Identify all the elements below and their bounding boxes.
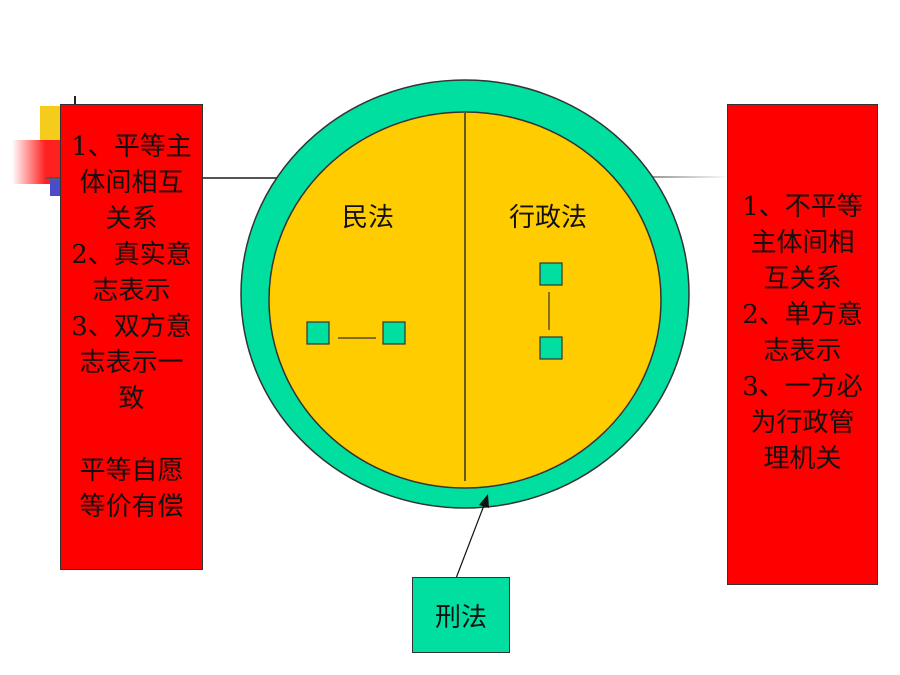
right-line: 3、一方必 xyxy=(742,372,863,402)
right-line: 志表示 xyxy=(763,336,842,366)
left-line: 3、双方意 xyxy=(71,312,192,342)
left-summary-line: 等价有偿 xyxy=(79,492,184,522)
left-line: 志表示一 xyxy=(79,348,184,378)
civil-party-a-square xyxy=(306,321,330,345)
civil-law-features-box: 1、平等主 体间相互 关系 2、真实意 志表示 3、双方意 志表示一 致 平等自… xyxy=(60,104,203,570)
left-line: 1、平等主 xyxy=(71,132,192,162)
civil-party-b-square xyxy=(382,321,406,345)
right-line: 理机关 xyxy=(763,444,842,474)
left-line: 志表示 xyxy=(92,276,171,306)
criminal-law-label: 刑法 xyxy=(434,602,487,633)
right-line: 互关系 xyxy=(763,264,842,294)
admin-party-a-square xyxy=(539,262,563,286)
decor-red-bar xyxy=(12,140,68,184)
admin-law-label: 行政法 xyxy=(509,203,587,233)
criminal-arrow-head xyxy=(479,494,489,508)
left-line: 2、真实意 xyxy=(71,240,192,270)
decor-horizontal-line-right xyxy=(640,176,730,178)
right-line: 主体间相 xyxy=(750,228,855,258)
left-line: 致 xyxy=(118,384,145,414)
admin-party-b-square xyxy=(539,336,563,360)
right-line: 为行政管 xyxy=(750,408,855,438)
criminal-law-box: 刑法 xyxy=(412,577,510,653)
spacer xyxy=(65,417,198,453)
right-line: 2、单方意 xyxy=(742,300,863,330)
left-line: 体间相互 xyxy=(79,168,184,198)
right-line: 1、不平等 xyxy=(742,192,863,222)
left-line: 关系 xyxy=(105,204,158,234)
admin-law-features-box: 1、不平等 主体间相 互关系 2、单方意 志表示 3、一方必 为行政管 理机关 xyxy=(727,104,878,585)
left-summary-line: 平等自愿 xyxy=(79,456,184,486)
civil-law-label: 民法 xyxy=(342,203,394,233)
